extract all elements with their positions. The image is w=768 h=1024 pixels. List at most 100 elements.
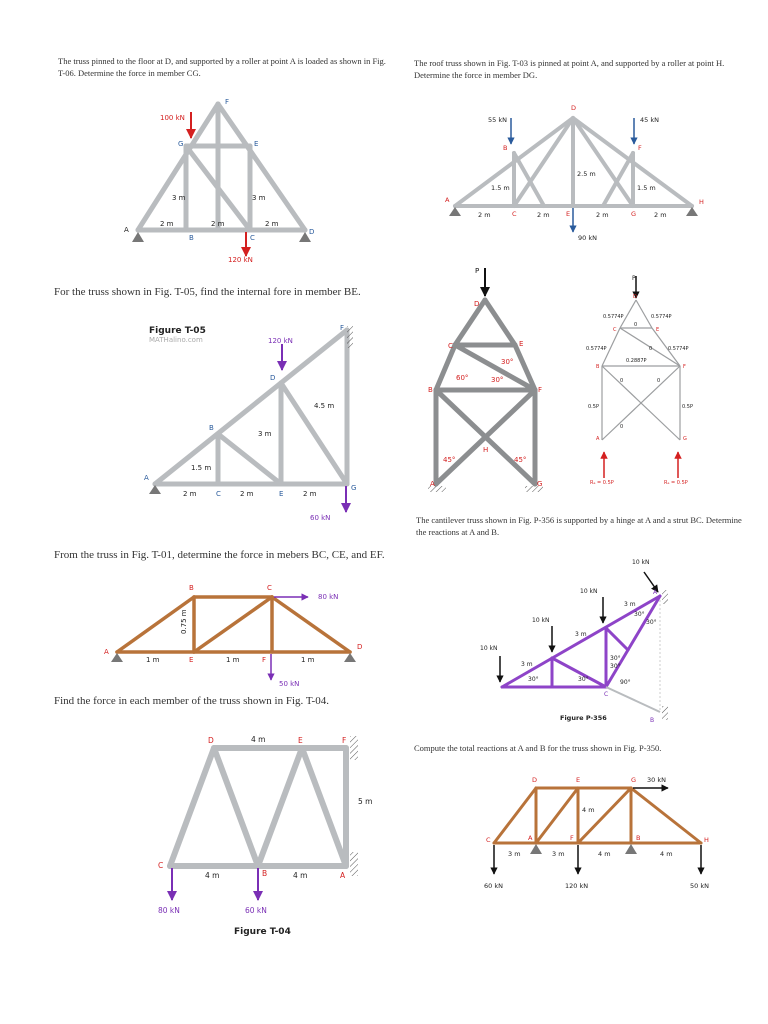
t03-node-f: F (638, 144, 642, 152)
forces-value-6: 0 (634, 322, 637, 328)
t03-dim-2: 2.5 m (577, 170, 596, 178)
t06-node-c: C (250, 234, 255, 242)
figure-tower: P D C E B F H A G 60° 30° 30° 45° 45° (428, 267, 543, 492)
tower-support-a (428, 486, 446, 492)
forces-value-4: 0.5774P (668, 346, 689, 352)
tower-members (433, 297, 538, 487)
t03-load-label-3: 90 kN (578, 234, 597, 242)
p356-figure-title: Figure P-356 (560, 714, 607, 722)
p356-angle-5: 30° (634, 611, 645, 618)
t05-node-f: F (340, 324, 344, 332)
p356-dim-3: 3 m (624, 601, 636, 608)
p356-angle-1: 30° (528, 676, 539, 683)
t05-support-a (149, 485, 161, 494)
t05-node-g: G (351, 484, 356, 492)
p350-dim-2: 3 m (508, 850, 521, 858)
p350-node-h: H (704, 836, 709, 844)
t01-node-f: F (262, 656, 266, 664)
t04-load-label-1: 80 kN (158, 906, 180, 915)
p350-load-label-4: 50 kN (690, 882, 709, 890)
tower-node-a: A (430, 480, 435, 488)
forces-reaction-1: Rₐ = 0.5P (590, 480, 614, 486)
t04-node-c: C (158, 861, 163, 870)
figure-t03: 55 kN 45 kN 90 kN A B C D E F G H 1.5 m … (445, 104, 704, 242)
t05-load-label-1: 120 kN (268, 337, 293, 345)
tower-node-c: C (448, 342, 453, 350)
p356-load-label-2: 10 kN (532, 617, 550, 624)
figure-t01: 80 kN 50 kN A B C D E F 0.75 m 1 m 1 m 1… (104, 584, 362, 688)
tower-support-g (525, 486, 543, 492)
t01-load-label-1: 80 kN (318, 593, 338, 601)
p350-node-e: E (576, 776, 580, 784)
tower-node-e: E (519, 340, 523, 348)
t04-members (167, 745, 349, 869)
t01-load-label-2: 50 kN (279, 680, 299, 688)
t01-dim-2: 1 m (146, 656, 160, 664)
t05-node-d: D (270, 374, 275, 382)
t06-node-f: F (225, 98, 229, 106)
t03-node-e: E (566, 210, 570, 218)
t03-node-c: C (512, 210, 517, 218)
t05-load-label-2: 60 kN (310, 514, 330, 522)
forces-node-e: E (656, 327, 659, 333)
p350-node-a: A (528, 834, 533, 842)
p350-load-label-2: 60 kN (484, 882, 503, 890)
t04-node-e: E (298, 736, 303, 745)
t03-support-h (686, 207, 698, 216)
t06-support-d (299, 232, 311, 242)
t05-watermark: MATHalino.com (149, 336, 203, 344)
forces-value-8: 0 (620, 378, 623, 384)
t05-dim-2: 3 m (258, 430, 272, 438)
t04-dim-1: 4 m (251, 735, 265, 744)
t03-support-a (449, 207, 461, 216)
t03-dim-1: 1.5 m (491, 184, 510, 192)
figure-forces: P D C E B F A G 0.5774P 0.5774P 0.5774P … (586, 275, 693, 486)
forces-node-c: C (613, 327, 617, 333)
figure-t06: 100 kN 120 kN A B C D E F G 3 m 3 m 2 m … (124, 98, 314, 264)
p350-dim-1: 4 m (582, 806, 595, 814)
t03-load-label-1: 55 kN (488, 116, 507, 124)
t03-dim-6: 2 m (596, 211, 609, 219)
p356-load-label-4: 10 kN (632, 559, 650, 566)
p350-node-g: G (631, 776, 636, 784)
t05-node-a: A (144, 474, 149, 482)
p350-node-d: D (532, 776, 537, 784)
p356-angle-4: 30° (610, 663, 621, 670)
forces-value-12: 0.5P (682, 404, 693, 410)
t03-load-label-2: 45 kN (640, 116, 659, 124)
tower-node-g: G (537, 480, 542, 488)
t04-node-a: A (340, 871, 346, 880)
forces-value-9: 0 (657, 378, 660, 384)
t03-node-g: G (631, 210, 636, 218)
t05-members (152, 327, 350, 487)
t06-dim-4: 2 m (211, 220, 225, 228)
p356-supports (662, 590, 668, 720)
forces-value-3: 0.5774P (586, 346, 607, 352)
p350-node-b: B (636, 834, 640, 842)
t05-dim-6: 2 m (303, 490, 317, 498)
tower-node-d: D (474, 300, 479, 308)
t03-node-d: D (571, 104, 576, 112)
t04-support-a (350, 852, 358, 876)
tower-angle-2: 30° (501, 358, 513, 366)
p356-angle-6: 30° (646, 619, 657, 626)
forces-value-2: 0.5774P (651, 314, 672, 320)
t04-load-label-2: 60 kN (245, 906, 267, 915)
t06-load-label-2: 120 kN (228, 256, 253, 264)
t03-node-h: H (699, 198, 704, 206)
tower-node-f: F (538, 386, 542, 394)
t01-dim-3: 1 m (226, 656, 240, 664)
p350-members (492, 786, 703, 845)
t05-figure-title: Figure T-05 (149, 326, 206, 336)
t03-node-b: B (503, 144, 507, 152)
p350-dim-4: 4 m (598, 850, 611, 858)
t01-node-d: D (357, 643, 362, 651)
p356-dim-1: 3 m (521, 661, 533, 668)
t03-dim-5: 2 m (537, 211, 550, 219)
t05-node-e: E (279, 490, 283, 498)
p356-node-b: B (650, 717, 654, 724)
t01-dim-1: 0.75 m (180, 609, 188, 634)
t04-node-f: F (342, 736, 346, 745)
p356-angle-3: 30° (610, 655, 621, 662)
